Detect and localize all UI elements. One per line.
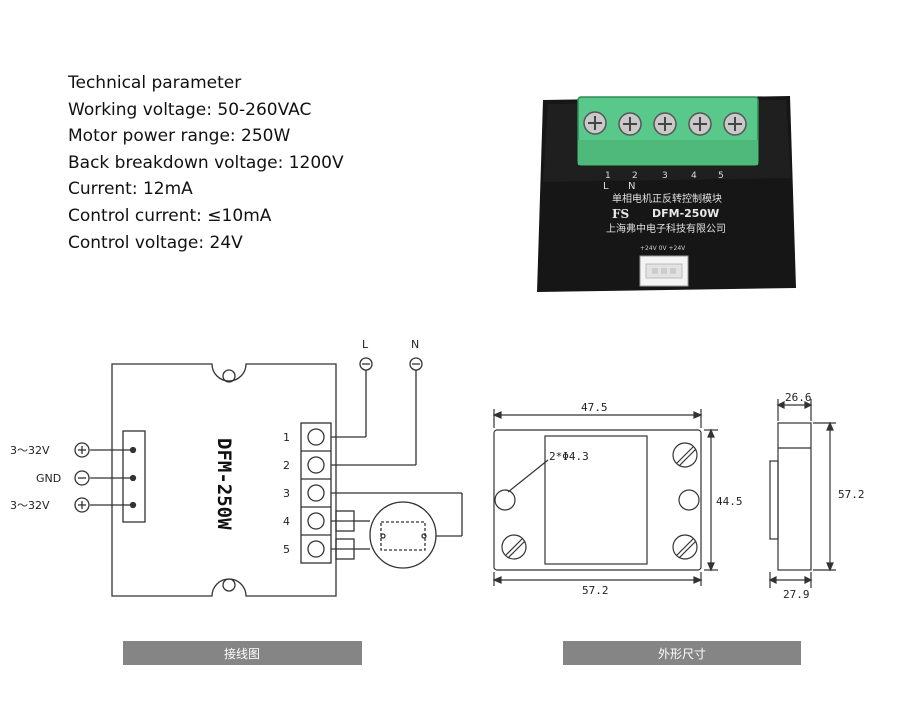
wiring-terminal-2: 2 xyxy=(283,459,290,472)
wiring-diagram xyxy=(74,357,463,597)
module-outline xyxy=(111,363,337,597)
control-connector xyxy=(122,430,146,523)
side-outline xyxy=(777,422,812,571)
photo-terminal-3: 3 xyxy=(662,171,668,181)
parameter-current: Current: 12mA xyxy=(68,179,193,200)
dim-side-bottom: 27.9 xyxy=(783,588,810,601)
wiring-caption: 接线图 xyxy=(224,646,260,661)
label-positive-1: 3～32V xyxy=(10,444,50,457)
parameter-breakdown-voltage: Back breakdown voltage: 1200V xyxy=(68,152,344,173)
label-gnd: GND xyxy=(36,472,61,485)
dim-top-width: 47.5 xyxy=(581,401,608,414)
label-line-l: L xyxy=(362,338,369,351)
dim-height: 44.5 xyxy=(716,495,743,508)
photo-label-line1: 单相电机正反转控制模块 xyxy=(612,192,722,205)
motor-symbol xyxy=(369,501,437,569)
wiring-terminal-5: 5 xyxy=(283,543,290,556)
dimension-caption-bar xyxy=(563,641,801,665)
dim-side-height: 57.2 xyxy=(838,488,865,501)
photo-model: DFM-250W xyxy=(652,207,719,220)
dim-bottom-width: 57.2 xyxy=(582,584,609,597)
photo-terminal-2: 2 xyxy=(632,171,638,181)
photo-letter-n: N xyxy=(628,181,635,192)
front-outline xyxy=(493,429,702,571)
photo-terminal-4: 4 xyxy=(691,171,697,181)
parameter-control-current: Control current: ≤10mA xyxy=(68,205,272,226)
parameter-motor-power: Motor power range: 250W xyxy=(68,126,291,147)
photo-letter-l: L xyxy=(603,181,609,192)
photo-terminal-5: 5 xyxy=(718,171,724,181)
wiring-terminal-3: 3 xyxy=(283,487,290,500)
technical-parameters: Technical parameter Working voltage: 50-… xyxy=(68,70,344,256)
photo-connector xyxy=(639,255,689,287)
dimension-caption: 外形尺寸 xyxy=(658,647,706,661)
product-photo: 1 2 3 4 5 L N 单相电机正反转控制模块 FS DFM-250W 上海… xyxy=(537,96,796,292)
dimension-drawing xyxy=(492,399,836,588)
wiring-terminal-1: 1 xyxy=(283,431,290,444)
label-line-n: N xyxy=(411,338,419,351)
dim-hole-label: 2*Φ4.3 xyxy=(549,450,589,463)
dim-side-top: 26.6 xyxy=(785,391,812,404)
terminal-block xyxy=(577,96,759,166)
terminal-strip xyxy=(300,422,332,564)
module-name: DFM-250W xyxy=(213,438,235,530)
front-label-area xyxy=(544,435,648,565)
photo-label-line3: 上海弗中电子科技有限公司 xyxy=(606,222,726,235)
photo-terminal-1: 1 xyxy=(605,171,611,181)
parameters-heading: Technical parameter xyxy=(68,73,242,93)
photo-brand: FS xyxy=(612,207,629,221)
wiring-caption-bar xyxy=(123,641,362,665)
label-positive-2: 3～32V xyxy=(10,499,50,512)
photo-connector-label: +24V 0V +24V xyxy=(640,245,686,252)
parameter-working-voltage: Working voltage: 50-260VAC xyxy=(68,99,312,120)
wiring-terminal-4: 4 xyxy=(283,515,290,528)
parameter-control-voltage: Control voltage: 24V xyxy=(68,232,243,253)
